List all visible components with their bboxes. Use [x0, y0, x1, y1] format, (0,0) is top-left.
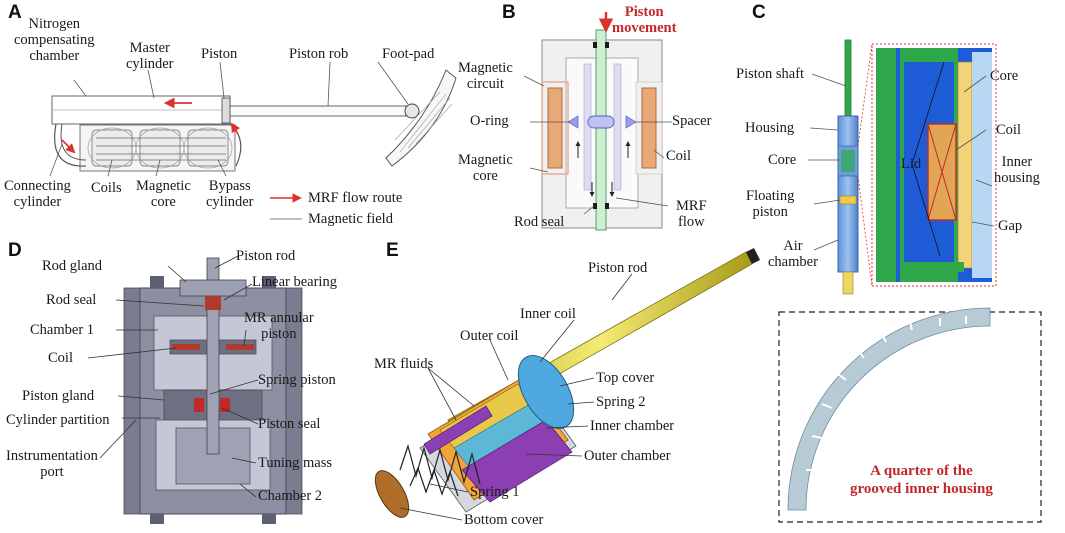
label-master-cylinder: Master cylinder	[126, 40, 174, 72]
label-piston-rob: Piston rob	[289, 46, 349, 62]
panel-c-drawing	[778, 39, 1042, 523]
label-piston-seal: Piston seal	[258, 416, 321, 432]
label-piston-rod-d: Piston rod	[236, 248, 296, 264]
label-rod-seal-b: Rod seal	[514, 214, 565, 230]
panel-a-drawing	[49, 61, 457, 220]
label-magnetic-core: Magnetic core	[136, 178, 191, 210]
label-mrf-flow: MRF flow	[676, 198, 707, 230]
label-core-left: Core	[768, 152, 797, 168]
label-spacer: Spacer	[672, 113, 712, 129]
panel-label-a: A	[8, 2, 22, 23]
label-inner-coil: Inner coil	[520, 306, 576, 322]
label-spring-1: Spring 1	[470, 484, 520, 500]
label-rod-gland: Rod gland	[42, 258, 103, 274]
label-outer-coil: Outer coil	[460, 328, 519, 344]
label-piston-rod-e: Piston rod	[588, 260, 648, 276]
label-coil-b: Coil	[666, 148, 691, 164]
label-bypass-cylinder: Bypass cylinder	[206, 178, 254, 210]
label-spring-piston: Spring piston	[258, 372, 336, 388]
panel-e-drawing	[374, 248, 760, 521]
label-nitrogen-chamber: Nitrogen compensating chamber	[14, 16, 95, 64]
label-mr-annular-piston: MR annular piston	[244, 310, 314, 342]
label-coils: Coils	[91, 180, 122, 196]
label-air-chamber: Air chamber	[768, 238, 818, 270]
label-linear-bearing: Linear bearing	[252, 274, 337, 290]
label-outer-chamber: Outer chamber	[584, 448, 671, 464]
label-magnetic-core-b: Magnetic core	[458, 152, 513, 184]
label-top-cover: Top cover	[596, 370, 655, 386]
legend-magnetic-field: Magnetic field	[308, 211, 393, 227]
label-piston-gland: Piston gland	[22, 388, 95, 404]
label-piston: Piston	[201, 46, 238, 62]
label-piston-shaft: Piston shaft	[736, 66, 805, 82]
label-rod-seal-d: Rod seal	[46, 292, 97, 308]
label-connecting-cylinder: Connecting cylinder	[4, 178, 71, 210]
label-instrumentation-port: Instrumentation port	[6, 448, 98, 480]
label-housing: Housing	[745, 120, 795, 136]
label-inner-chamber: Inner chamber	[590, 418, 675, 434]
label-lid: Lid	[901, 156, 922, 172]
label-coil-c: Coil	[996, 122, 1021, 138]
label-gap: Gap	[998, 218, 1023, 234]
label-inner-housing: Inner housing	[994, 154, 1040, 186]
label-chamber-2: Chamber 2	[258, 488, 323, 504]
label-tuning-mass: Tuning mass	[258, 455, 333, 471]
label-coil-d: Coil	[48, 350, 73, 366]
label-magnetic-circuit: Magnetic circuit	[458, 60, 513, 92]
label-floating-piston: Floating piston	[746, 188, 795, 220]
legend-mrf-flow: MRF flow route	[308, 190, 403, 206]
label-chamber-1: Chamber 1	[30, 322, 95, 338]
panel-label-e: E	[386, 240, 399, 261]
panel-label-b: B	[502, 2, 516, 23]
label-spring-2: Spring 2	[596, 394, 646, 410]
label-mr-fluids: MR fluids	[374, 356, 434, 372]
groove-marks	[806, 316, 967, 471]
label-o-ring: O-ring	[470, 113, 509, 129]
panel-label-d: D	[8, 240, 22, 261]
panel-b-drawing	[523, 12, 672, 231]
label-bottom-cover: Bottom cover	[464, 512, 544, 528]
label-piston-movement: Piston movement	[612, 4, 677, 36]
panel-d-drawing	[87, 255, 303, 524]
panel-a-coils	[91, 129, 229, 167]
panel-label-c: C	[752, 2, 766, 23]
label-core-right: Core	[990, 68, 1019, 84]
note-quarter-grooved-housing: A quarter of the grooved inner housing	[850, 463, 993, 497]
label-cylinder-partition: Cylinder partition	[6, 412, 110, 428]
label-foot-pad: Foot-pad	[382, 46, 435, 62]
panel-e-springs	[399, 443, 481, 497]
